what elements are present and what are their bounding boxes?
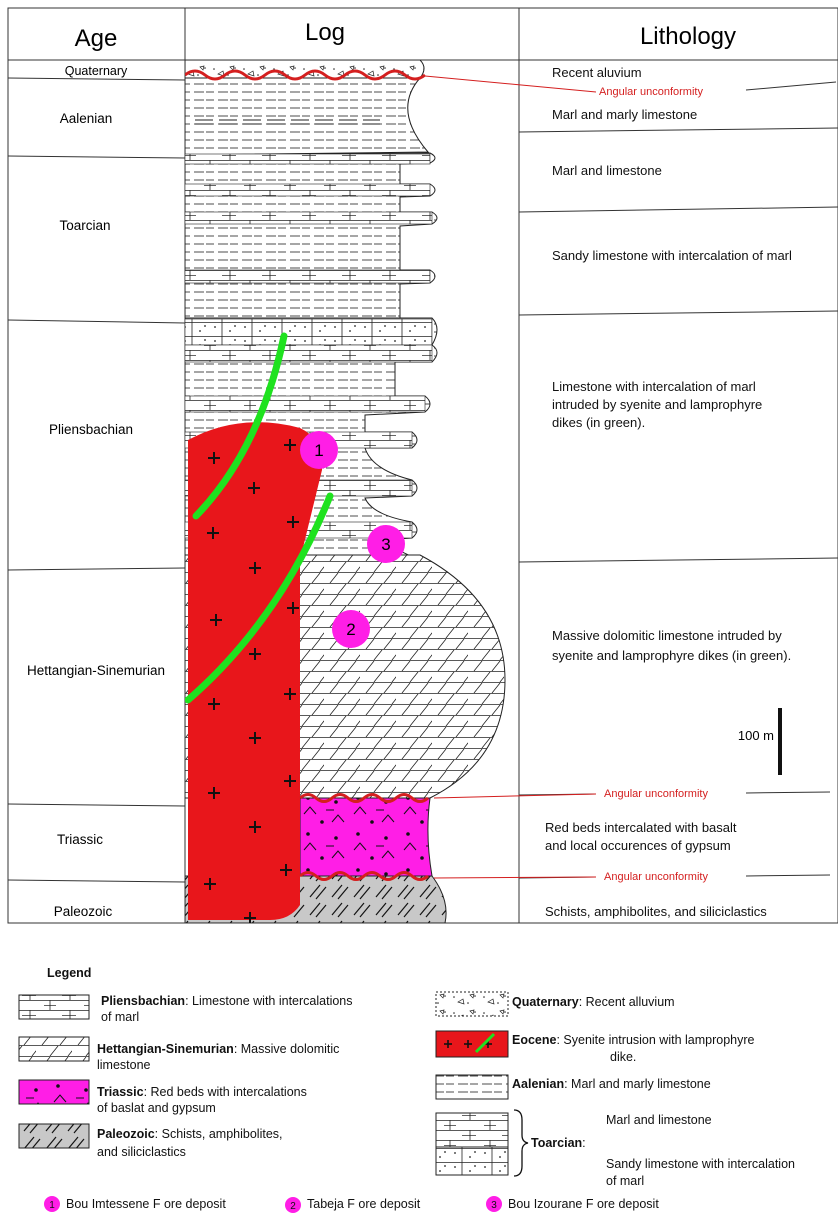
legend-toar-bold: Toarcian — [531, 1136, 582, 1150]
lith-aalenian: Marl and marly limestone — [552, 107, 697, 122]
legend-eoc-bold: Eocene — [512, 1033, 557, 1047]
legend-deposit-2-name: Tabeja F ore deposit — [307, 1197, 421, 1211]
legend-trias-text: : Red beds with intercalations — [144, 1085, 307, 1099]
legend-pliens-bold: Pliensbachian — [101, 994, 185, 1008]
legend-swatch-paleozoic — [19, 1124, 89, 1148]
legend-deposit-1-name: Bou Imtessene F ore deposit — [66, 1197, 226, 1211]
legend-trias-bold: Triassic — [97, 1085, 144, 1099]
svg-text:2: 2 — [346, 620, 355, 639]
legend-deposit-1: 1 Bou Imtessene F ore deposit — [44, 1196, 226, 1212]
unconformity-label-mid: Angular unconformity — [604, 788, 708, 800]
legend-deposit-3: 3 Bou Izourane F ore deposit — [486, 1196, 659, 1212]
legend-eoc-text2: dike. — [610, 1050, 636, 1064]
unconformity-label-top: Angular unconformity — [599, 86, 703, 98]
age-aalenian: Aalenian — [60, 111, 113, 126]
legend-title: Legend — [47, 966, 91, 980]
legend-toar-text3: of marl — [606, 1174, 644, 1188]
svg-text:1: 1 — [49, 1200, 55, 1211]
lith-pliens-line3: dikes (in green). — [552, 415, 645, 430]
age-hettangian-sinemurian: Hettangian-Sinemurian — [27, 663, 165, 678]
age-quaternary: Quaternary — [65, 64, 128, 78]
svg-text:3: 3 — [381, 535, 390, 554]
svg-text:Paleozoic: Schists, amphibolit: Paleozoic: Schists, amphibolites, — [97, 1127, 283, 1141]
legend-hett-bold: Hettangian-Sinemurian — [97, 1042, 234, 1056]
legend-paleo-text2: and siliciclastics — [97, 1145, 186, 1159]
layer-triassic — [300, 798, 432, 876]
legend-swatch-aalenian — [436, 1075, 508, 1099]
header-lithology: Lithology — [640, 23, 736, 50]
unconformity-connector-low — [434, 877, 596, 878]
age-triassic: Triassic — [57, 832, 103, 847]
svg-text:Hettangian-Sinemurian: Massive: Hettangian-Sinemurian: Massive dolomitic — [97, 1042, 339, 1056]
legend-eoc-text: : Syenite intrusion with lamprophyre — [556, 1033, 754, 1047]
lith-hett-line2: syenite and lamprophyre dikes (in green)… — [552, 648, 791, 663]
header-age: Age — [75, 25, 118, 52]
svg-text:Toarcian:: Toarcian: — [531, 1136, 586, 1150]
lith-recent: Recent aluvium — [552, 65, 642, 80]
unconformity-label-low: Angular unconformity — [604, 871, 708, 883]
legend-hett-text: : Massive dolomitic — [234, 1042, 340, 1056]
legend-swatch-hettangian — [19, 1037, 89, 1061]
legend: Legend Pliensbachian: Limestone with int… — [19, 966, 795, 1213]
svg-text:2: 2 — [290, 1201, 296, 1212]
svg-text:Aalenian: Marl and marly limes: Aalenian: Marl and marly limestone — [512, 1077, 711, 1091]
svg-text:1: 1 — [314, 441, 323, 460]
lith-toarcian-sandy: Sandy limestone with intercalation of ma… — [552, 248, 792, 263]
legend-paleo-bold: Paleozoic — [97, 1127, 155, 1141]
deposit-marker-3: 3 — [367, 525, 405, 563]
legend-swatch-eocene — [436, 1031, 508, 1057]
legend-paleo-text: : Schists, amphibolites, — [155, 1127, 283, 1141]
legend-pliens-text2: of marl — [101, 1010, 139, 1024]
lith-pliens-line2: intruded by syenite and lamprophyre — [552, 397, 762, 412]
deposit-marker-2: 2 — [332, 610, 370, 648]
legend-toar-colon: : — [582, 1136, 585, 1150]
layer-toarcian — [185, 153, 437, 318]
lith-trias-line1: Red beds intercalated with basalt — [545, 820, 737, 835]
toarcian-brace — [514, 1110, 528, 1176]
legend-swatch-pliensbachian — [19, 995, 89, 1019]
legend-hett-text2: limestone — [97, 1058, 151, 1072]
age-toarcian: Toarcian — [59, 218, 110, 233]
legend-toar-text1: Marl and limestone — [606, 1113, 712, 1127]
svg-text:Pliensbachian: Limestone with: Pliensbachian: Limestone with intercalat… — [101, 994, 353, 1008]
log-column — [185, 60, 505, 924]
legend-deposit-2: 2 Tabeja F ore deposit — [285, 1197, 421, 1213]
lith-pliens-line1: Limestone with intercalation of marl — [552, 379, 756, 394]
age-pliensbachian: Pliensbachian — [49, 422, 133, 437]
header-log: Log — [305, 19, 345, 46]
legend-swatch-quaternary — [436, 992, 508, 1016]
svg-text:Triassic: Red beds with interc: Triassic: Red beds with intercalations — [97, 1085, 307, 1099]
legend-aal-text: : Marl and marly limestone — [564, 1077, 711, 1091]
legend-swatch-triassic — [19, 1080, 89, 1104]
legend-toar-text2: Sandy limestone with intercalation — [606, 1157, 795, 1171]
legend-swatch-toarcian-sandy — [436, 1147, 508, 1175]
svg-text:Quaternary: Recent alluvium: Quaternary: Recent alluvium — [512, 995, 675, 1009]
layer-aalenian — [185, 78, 428, 155]
legend-aal-bold: Aalenian — [512, 1077, 564, 1091]
lith-paleozoic: Schists, amphibolites, and siliciclastic… — [545, 904, 767, 919]
legend-pliens-text: : Limestone with intercalations — [185, 994, 352, 1008]
legend-swatch-toarcian-limestone — [436, 1113, 508, 1147]
deposit-marker-1: 1 — [300, 431, 338, 469]
legend-quat-bold: Quaternary — [512, 995, 579, 1009]
age-paleozoic: Paleozoic — [54, 904, 113, 919]
legend-deposit-3-name: Bou Izourane F ore deposit — [508, 1197, 659, 1211]
lith-trias-line2: and local occurences of gypsum — [545, 838, 731, 853]
scale-label: 100 m — [738, 728, 774, 743]
lith-toarcian-marl: Marl and limestone — [552, 163, 662, 178]
legend-trias-text2: of baslat and gypsum — [97, 1101, 216, 1115]
lith-hett-line1: Massive dolomitic limestone intruded by — [552, 628, 782, 643]
unconformity-connector-mid — [434, 794, 596, 798]
svg-text:3: 3 — [491, 1200, 497, 1211]
svg-text:Eocene: Syenite intrusion with: Eocene: Syenite intrusion with lamprophy… — [512, 1033, 755, 1047]
legend-quat-text: : Recent alluvium — [579, 995, 675, 1009]
